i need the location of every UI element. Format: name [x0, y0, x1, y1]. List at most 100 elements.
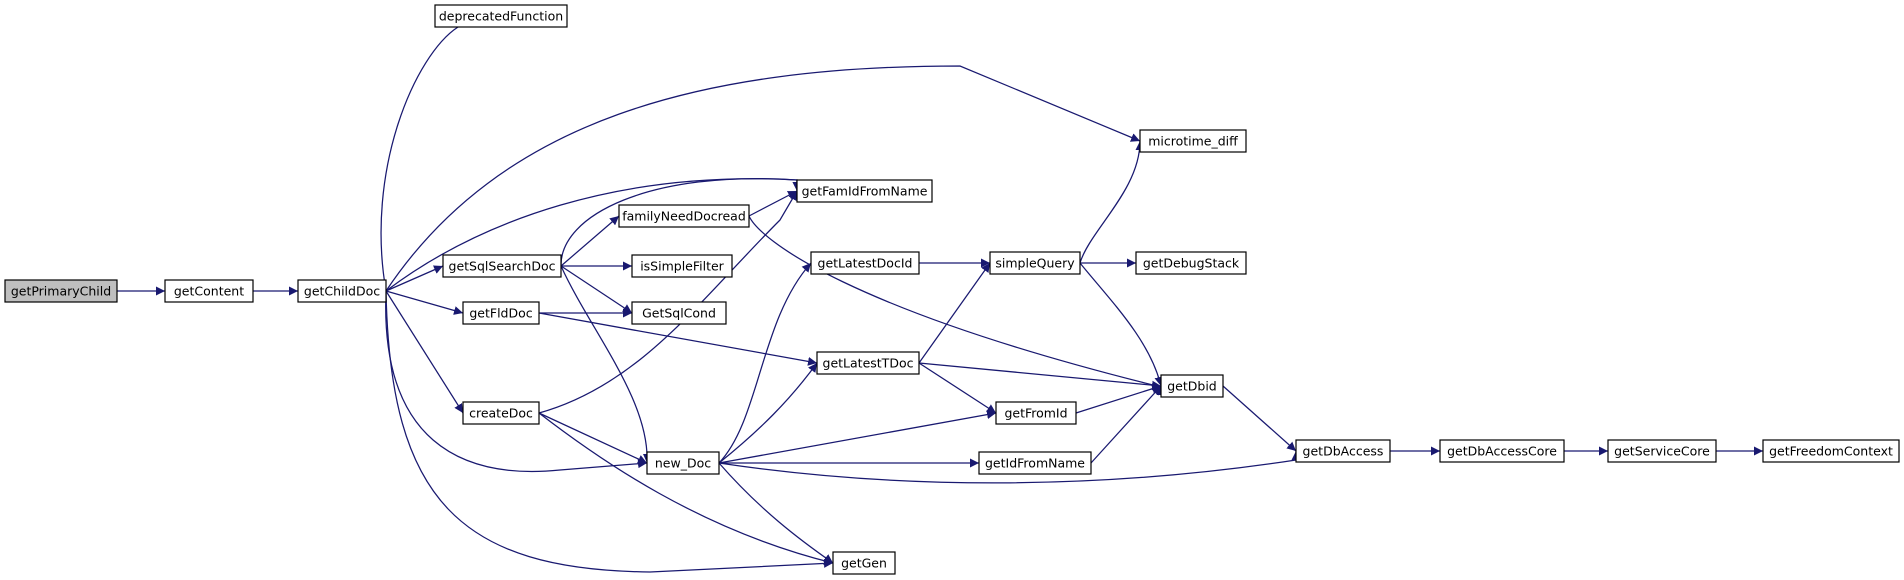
node-getGen[interactable]: getGen	[832, 551, 896, 575]
node-getContent[interactable]: getContent	[164, 279, 254, 303]
node-label: simpleQuery	[995, 256, 1075, 271]
node-box	[810, 251, 920, 275]
node-box	[989, 251, 1081, 275]
node-box	[1160, 374, 1224, 398]
edge-simpleQuery-to-microtime_diff	[1079, 140, 1145, 264]
edge-arrow	[385, 265, 444, 292]
edge-getFldDoc-to-getLatestTDoc	[538, 312, 818, 366]
node-label: getGen	[841, 556, 887, 571]
node-label: getLatestTDoc	[823, 356, 914, 371]
edge-new_Doc-to-getGen	[718, 462, 834, 564]
node-getDbid[interactable]: getDbid	[1160, 374, 1224, 398]
node-box	[164, 279, 254, 303]
edge-getFromId-to-getDbid	[1075, 384, 1162, 414]
edge-arrow	[1075, 384, 1162, 414]
node-label: isSimpleFilter	[640, 259, 724, 274]
node-box	[434, 4, 568, 28]
nodes-layer: getPrimaryChild getContent getChildDoc depr…	[4, 4, 1900, 575]
edge-getSqlSearchDoc-to-new_Doc	[560, 265, 652, 464]
edge-arrow	[385, 290, 464, 414]
node-label: getSqlSearchDoc	[449, 259, 556, 274]
edge-arrow	[918, 362, 1162, 390]
node-getIdFromName[interactable]: getIdFromName	[978, 451, 1092, 475]
edge-simpleQuery-to-getDbid	[1079, 262, 1164, 387]
edge-arrow	[918, 262, 991, 364]
edge-arrow	[560, 215, 620, 267]
node-familyNeedDocread[interactable]: familyNeedDocread	[618, 204, 750, 228]
node-box	[1139, 129, 1247, 153]
node-getChildDoc[interactable]: getChildDoc	[297, 279, 387, 303]
node-label: getLatestDocId	[818, 256, 913, 271]
edge-getLatestTDoc-to-simpleQuery	[918, 262, 991, 364]
node-box	[462, 401, 540, 425]
node-label: createDoc	[469, 406, 533, 421]
node-getLatestTDoc[interactable]: getLatestTDoc	[816, 351, 920, 375]
node-label: deprecatedFunction	[439, 9, 563, 24]
edge-arrow	[1079, 140, 1145, 264]
edge-new_Doc-to-getDbAccess	[718, 451, 1301, 484]
edge-arrow	[560, 178, 802, 267]
node-label: new_Doc	[655, 456, 711, 471]
node-box	[995, 401, 1077, 425]
node-box	[442, 254, 562, 278]
node-getFldDoc[interactable]: getFldDoc	[462, 301, 540, 325]
node-deprecatedFunction[interactable]: deprecatedFunction	[434, 4, 568, 28]
node-createDoc[interactable]: createDoc	[462, 401, 540, 425]
node-getSqlSearchDoc[interactable]: getSqlSearchDoc	[442, 254, 562, 278]
node-box	[796, 179, 933, 203]
edge-getChildDoc-to-getSqlSearchDoc	[385, 265, 444, 292]
node-getDbAccess[interactable]: getDbAccess	[1295, 439, 1391, 463]
node-label: getContent	[174, 284, 244, 299]
edge-arrow	[718, 410, 997, 464]
node-getFromId[interactable]: getFromId	[995, 401, 1077, 425]
edge-new_Doc-to-getFromId	[718, 410, 997, 464]
edge-arrow	[538, 412, 834, 566]
edge-arrow	[918, 362, 997, 414]
node-label: getFldDoc	[469, 306, 532, 321]
edge-createDoc-to-getGen	[538, 412, 834, 566]
node-label: getServiceCore	[1614, 444, 1710, 459]
edge-new_Doc-to-getLatestTDoc	[718, 362, 818, 464]
edge-arrow	[718, 362, 818, 464]
node-isSimpleFilter[interactable]: isSimpleFilter	[631, 254, 733, 278]
edge-arrow	[1090, 385, 1162, 464]
edge-arrow	[538, 412, 648, 464]
node-box	[618, 204, 750, 228]
edge-arrow	[1222, 385, 1297, 452]
edge-getChildDoc-to-createDoc	[385, 290, 464, 414]
edge-arrow	[385, 290, 834, 573]
edge-familyNeedDocread-to-getDbid	[748, 215, 1166, 395]
node-microtime_diff[interactable]: microtime_diff	[1139, 129, 1247, 153]
edge-getDbid-to-getDbAccess	[1222, 385, 1297, 452]
node-getFreedomContext[interactable]: getFreedomContext	[1762, 439, 1900, 463]
node-simpleQuery[interactable]: simpleQuery	[989, 251, 1081, 275]
node-getDbAccessCore[interactable]: getDbAccessCore	[1439, 439, 1565, 463]
node-box	[631, 254, 733, 278]
node-new_Doc[interactable]: new_Doc	[646, 451, 720, 475]
node-getLatestDocId[interactable]: getLatestDocId	[810, 251, 920, 275]
node-label: familyNeedDocread	[622, 209, 746, 224]
node-getPrimaryChild[interactable]: getPrimaryChild	[4, 279, 118, 303]
edge-arrow	[560, 265, 652, 464]
edge-getSqlSearchDoc-to-getFamIdFromName	[560, 178, 802, 267]
node-getDebugStack[interactable]: getDebugStack	[1135, 251, 1247, 275]
node-box	[646, 451, 720, 475]
node-box	[978, 451, 1092, 475]
node-getServiceCore[interactable]: getServiceCore	[1607, 439, 1717, 463]
node-box	[832, 551, 896, 575]
node-getFamIdFromName[interactable]: getFamIdFromName	[796, 179, 933, 203]
edge-arrow	[718, 262, 812, 464]
node-label: getPrimaryChild	[11, 284, 111, 299]
edge-getSqlSearchDoc-to-familyNeedDocread	[560, 215, 620, 267]
edge-arrow	[1079, 262, 1164, 387]
node-box	[1439, 439, 1565, 463]
edge-getChildDoc-to-getGen	[385, 290, 834, 573]
node-label: getFreedomContext	[1769, 444, 1893, 459]
node-label: getChildDoc	[304, 284, 380, 299]
edge-getSqlSearchDoc-to-GetSqlCond	[560, 265, 633, 314]
edge-arrow	[748, 215, 1166, 395]
node-label: microtime_diff	[1148, 134, 1238, 149]
node-GetSqlCond[interactable]: GetSqlCond	[631, 301, 727, 325]
node-box	[816, 351, 920, 375]
